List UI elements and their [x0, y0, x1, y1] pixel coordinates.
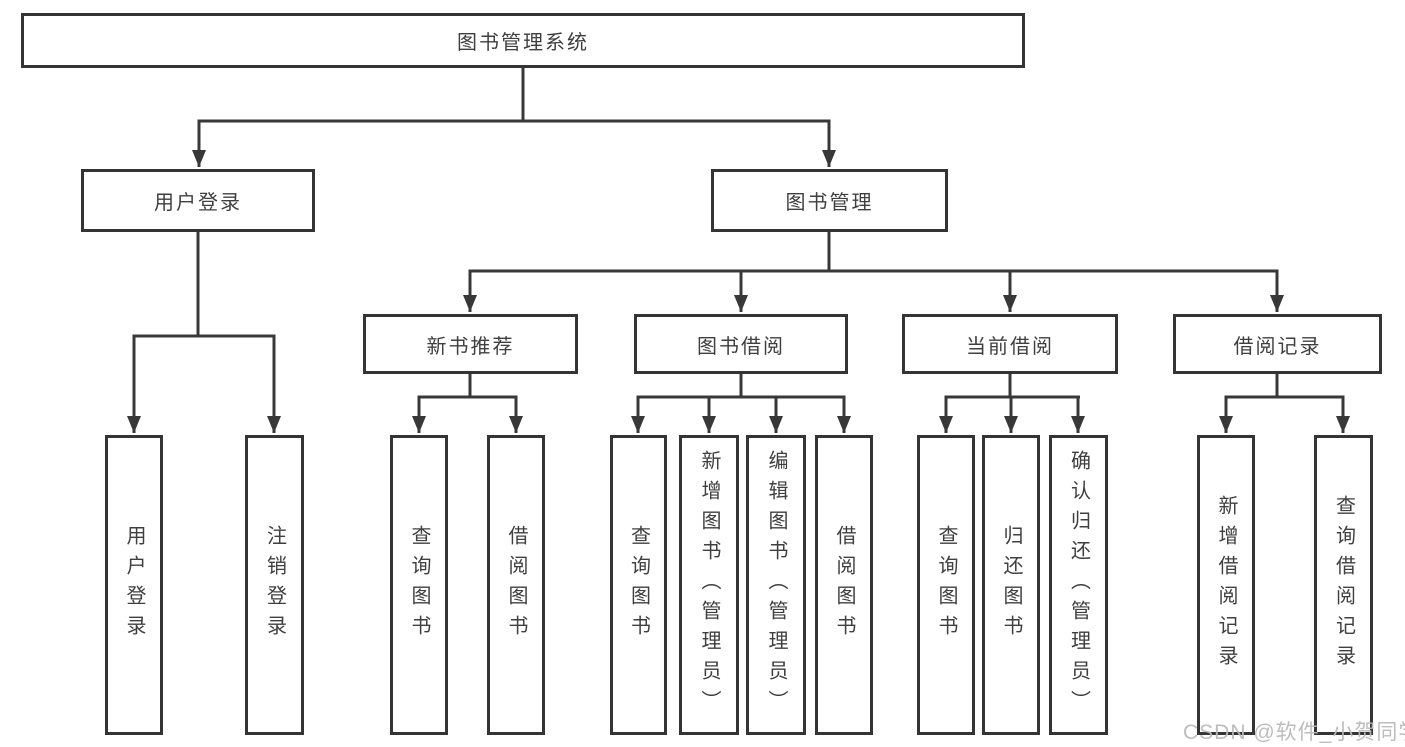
node-system-root: 图书管理系统 — [21, 13, 1025, 68]
node-user-login: 用户登录 — [81, 169, 315, 232]
leaf-user-login: 用户登录 — [105, 435, 163, 735]
node-borrow-records: 借阅记录 — [1173, 314, 1382, 374]
leaf-query-books-current: 查询图书 — [917, 435, 975, 735]
node-current-borrow: 当前借阅 — [902, 314, 1118, 374]
csdn-watermark: CSDN @软件_小贺同学 — [1183, 721, 1405, 744]
leaf-query-books-recommend: 查询图书 — [390, 435, 448, 735]
leaf-logout: 注销登录 — [245, 435, 304, 735]
leaf-borrow-books-recommend: 借阅图书 — [487, 435, 545, 735]
node-book-borrow: 图书借阅 — [634, 314, 848, 374]
leaf-query-borrow-record: 查询借阅记录 — [1314, 435, 1373, 735]
leaf-add-borrow-record: 新增借阅记录 — [1197, 435, 1255, 735]
leaf-confirm-return-admin: 确认归还（管理员） — [1049, 435, 1108, 735]
leaf-add-books-admin: 新增图书（管理员） — [679, 435, 739, 735]
leaf-edit-books-admin: 编辑图书（管理员） — [746, 435, 806, 735]
node-book-management: 图书管理 — [711, 169, 948, 232]
node-new-book-recommend: 新书推荐 — [363, 314, 578, 374]
leaf-return-books: 归还图书 — [982, 435, 1040, 735]
leaf-query-books-borrow: 查询图书 — [610, 435, 667, 735]
leaf-borrow-books: 借阅图书 — [815, 435, 873, 735]
